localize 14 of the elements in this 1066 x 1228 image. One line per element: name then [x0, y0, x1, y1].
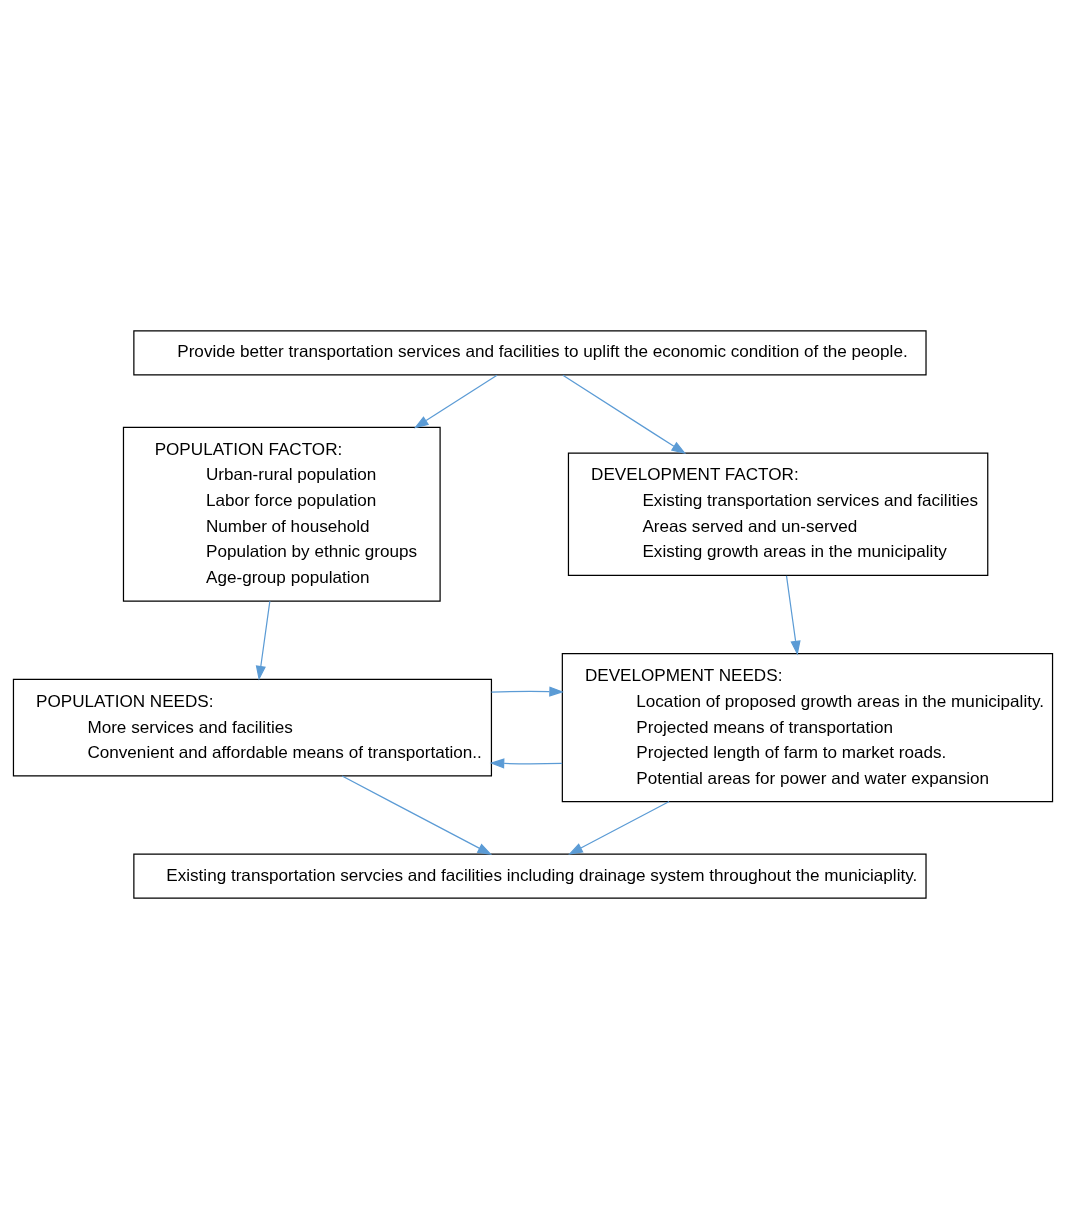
arrow	[341, 774, 493, 855]
node-box: DEVELOPMENT NEEDS: Location of proposed growth areas in the municipality. Projected means of transportation Projected length of farm to market roads. Potential areas for power and water expansion	[561, 652, 1054, 802]
node-box: POPULATION FACTOR: Urban-rural population Labor force population Number of household Population by ethnic groups Age-group population	[122, 426, 441, 602]
arrow	[413, 374, 498, 428]
node-box: Provide better transportation services and facilities to uplift the economic condition of the people.	[133, 329, 927, 375]
node-box: DEVELOPMENT FACTOR: Existing transportation services and facilities Areas served and un-served Existing growth areas in the municipality	[567, 452, 989, 576]
node-box: Existing transportation servcies and facilities including drainage system throughout the municiaplity.	[133, 853, 927, 899]
arrow	[255, 600, 271, 681]
arrow	[785, 574, 801, 655]
arrow	[568, 800, 670, 855]
node-box: POPULATION NEEDS: More services and facilities Convenient and affordable means of transportation..	[12, 678, 493, 776]
arrow	[489, 757, 563, 769]
arrow	[562, 374, 687, 454]
arrow	[490, 685, 564, 697]
